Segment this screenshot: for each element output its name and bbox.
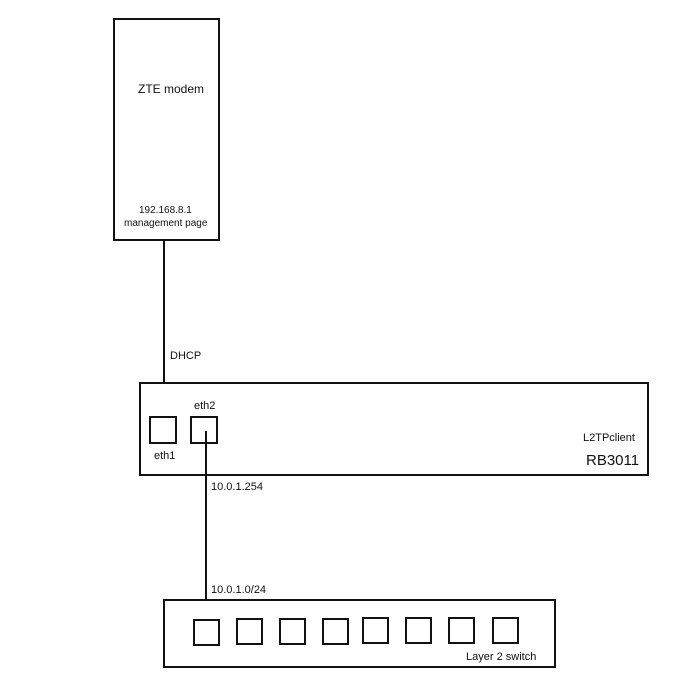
switch-port-7 bbox=[448, 617, 475, 644]
subnet-label: 10.0.1.0/24 bbox=[211, 584, 267, 596]
rb3011-router-device bbox=[139, 382, 649, 476]
switch-port-5 bbox=[362, 617, 389, 644]
router-port-eth1 bbox=[149, 416, 177, 444]
router-port-eth2 bbox=[190, 416, 218, 444]
switch-port-1 bbox=[193, 619, 220, 646]
link-eth2-switch bbox=[205, 431, 207, 631]
switch-port-6 bbox=[405, 617, 432, 644]
switch-port-2 bbox=[236, 618, 263, 645]
dhcp-label: DHCP bbox=[170, 350, 202, 362]
switch-port-3 bbox=[279, 618, 306, 645]
modem-name-label: ZTE modem bbox=[138, 82, 205, 96]
eth1-label: eth1 bbox=[154, 450, 176, 462]
eth2-label: eth2 bbox=[194, 400, 216, 412]
switch-port-4 bbox=[322, 618, 349, 645]
switch-port-8 bbox=[492, 617, 519, 644]
layer2-switch-device bbox=[163, 599, 556, 668]
router-role-label: L2TPclient bbox=[583, 432, 635, 444]
modem-ip-label: 192.168.8.1 bbox=[139, 205, 192, 216]
switch-name-label: Layer 2 switch bbox=[466, 651, 537, 663]
router-model-label: RB3011 bbox=[586, 452, 640, 469]
router-ip-label: 10.0.1.254 bbox=[211, 481, 263, 493]
modem-management-label: management page bbox=[124, 218, 208, 229]
link-modem-eth1 bbox=[163, 240, 165, 423]
zte-modem-device bbox=[113, 18, 220, 241]
